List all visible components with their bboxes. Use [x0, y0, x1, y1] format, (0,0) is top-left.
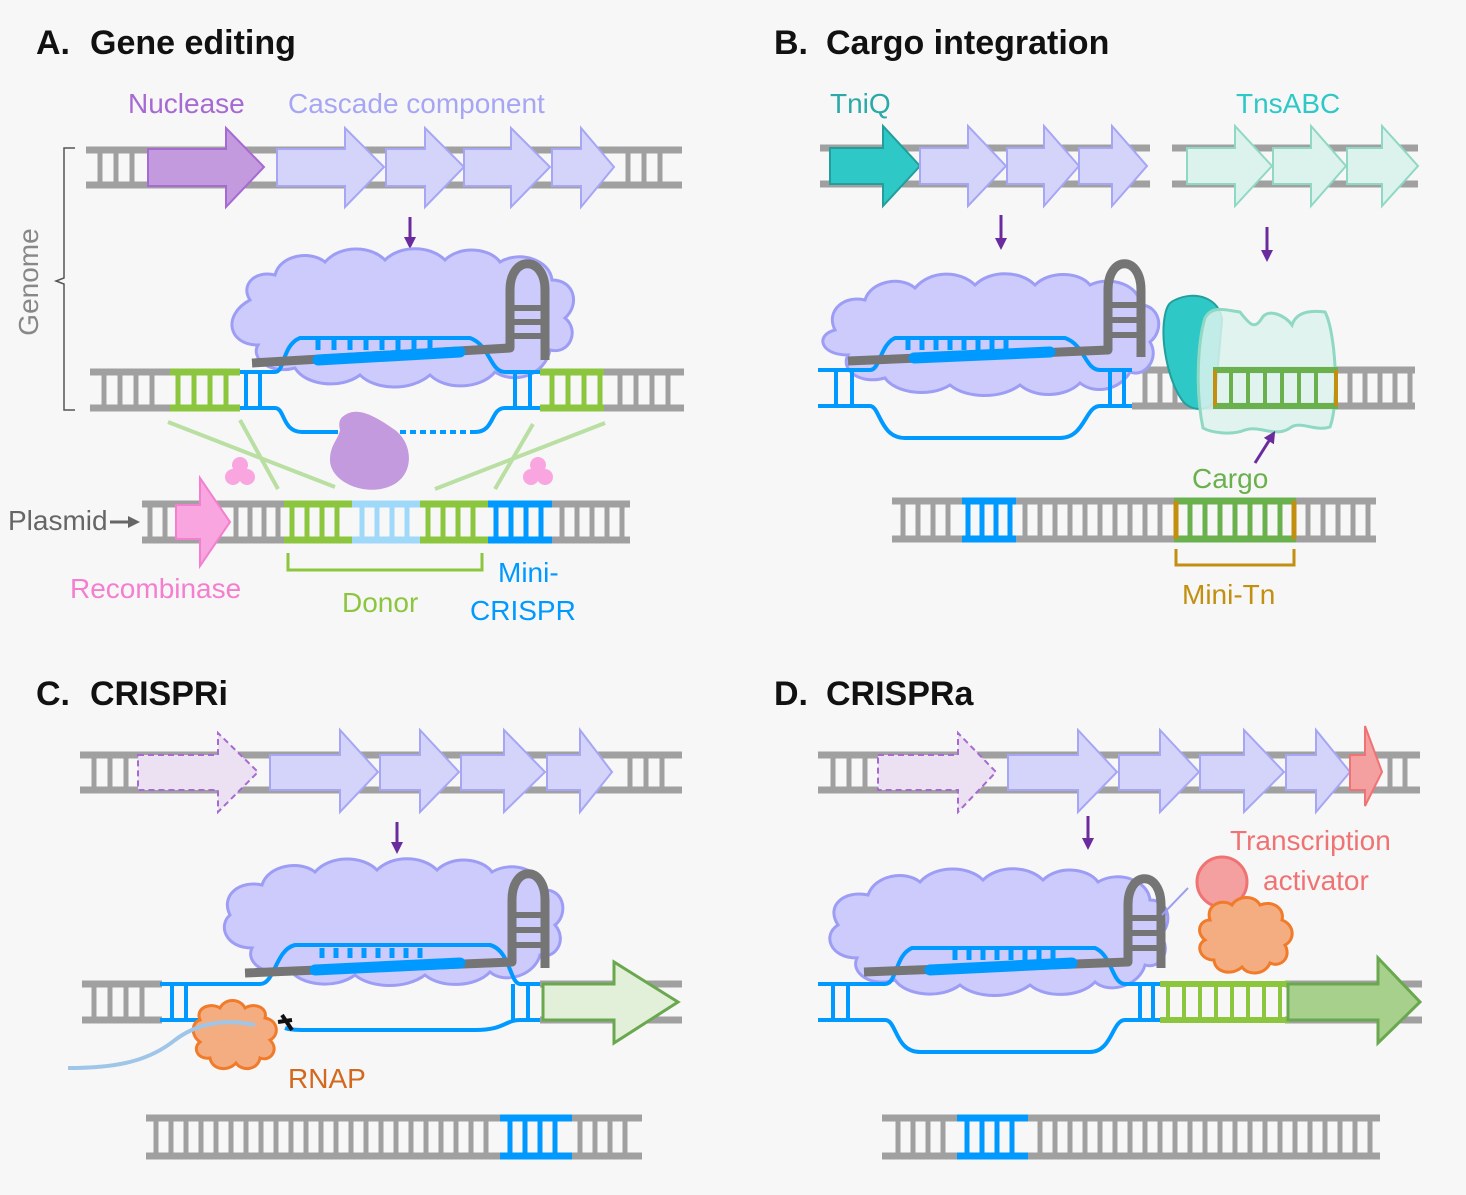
block-icon [277, 1013, 294, 1032]
recombination-lines [167, 419, 606, 491]
cascade-gene-arrow [463, 125, 552, 210]
cascade-gene-arrow [379, 727, 461, 815]
activator-gene-arrow [1349, 725, 1384, 807]
cascade-gene-arrow [551, 125, 616, 210]
target-gene-arrow [541, 959, 681, 1046]
target-gene-arrow [1286, 954, 1423, 1047]
panel-b: B. Cargo integration TniQ TnsABC [774, 24, 1420, 610]
genome-bracket [53, 147, 75, 411]
cascade-gene-arrow [1078, 123, 1149, 209]
plasmid-dna [882, 1114, 1380, 1160]
transcription-activator-label-line1: Transcription [1230, 825, 1391, 856]
cascade-gene-arrow [460, 727, 547, 815]
recombinase-protein [523, 457, 553, 485]
cascade-gene-arrow [1006, 123, 1081, 209]
cascade-component-label: Cascade component [288, 88, 545, 119]
crrna-hairpin [863, 874, 1166, 977]
panel-b-letter: B. [774, 24, 808, 62]
r-loop [818, 336, 1132, 440]
cascade-gene-arrow [1118, 727, 1201, 815]
panel-b-title: Cargo integration [826, 24, 1109, 62]
mini-tn-label: Mini-Tn [1182, 579, 1275, 610]
cascade-gene-arrow [546, 727, 614, 815]
genome-label: Genome [13, 228, 44, 335]
mini-crispr-label-line2: CRISPR [470, 595, 576, 626]
deleted-nuclease-gene-arrow [877, 730, 998, 815]
deleted-nuclease-gene-arrow [137, 730, 260, 815]
cascade-gene-arrow [1285, 727, 1352, 815]
tnsabc-gene-arrow [1186, 123, 1274, 209]
panel-d-title: CRISPRa [826, 675, 974, 713]
donor-label: Donor [342, 587, 418, 618]
mini-tn-cargo-target [1213, 367, 1338, 409]
plasmid-label: Plasmid [8, 505, 108, 536]
crrna-hairpin [847, 259, 1146, 366]
plasmid-dna [146, 1114, 642, 1160]
plasmid-dna [142, 500, 630, 544]
transcription-activator-label-line2: activator [1263, 865, 1369, 896]
rnap-protein [1198, 896, 1294, 975]
nuclease-gene-arrow [147, 125, 266, 210]
tnsabc-label: TnsABC [1236, 88, 1340, 119]
recombinase-protein [225, 457, 255, 485]
panel-c-title: CRISPRi [90, 675, 228, 713]
mrna-transcript [67, 1020, 256, 1070]
tniq-label: TniQ [830, 88, 891, 119]
cascade-complex-cloud [821, 272, 1161, 397]
rnap-label: RNAP [288, 1063, 366, 1094]
panel-a-title: Gene editing [90, 24, 296, 62]
panel-c-letter: C. [36, 675, 70, 713]
panel-a-letter: A. [36, 24, 70, 62]
mini-crispr-label-line1: Mini- [498, 557, 559, 588]
tnsabc-gene-arrow [1272, 123, 1348, 209]
tniq-gene-arrow [829, 123, 922, 209]
donor-bracket [286, 553, 484, 572]
nuclease-label: Nuclease [128, 88, 245, 119]
cascade-complex-cloud [222, 857, 565, 987]
mini-tn-bracket [1174, 549, 1296, 567]
r-loop [240, 336, 540, 434]
activator-linker [1161, 887, 1189, 916]
cascade-gene-arrow [1007, 727, 1119, 815]
panel-d: D. CRISPRa Transcription activator [774, 675, 1423, 1160]
crrna-hairpin [244, 869, 550, 978]
rnap-protein [191, 999, 278, 1071]
cascade-gene-arrow [385, 125, 466, 210]
cascade-gene-arrow [276, 125, 386, 210]
panel-c: C. CRISPRi [36, 675, 682, 1160]
plasmid-dna [892, 497, 1376, 543]
target-dna [90, 368, 684, 412]
panel-a: A. Gene editing Nuclease Cascade compone… [8, 24, 684, 626]
crrna-hairpin [251, 259, 550, 368]
r-loop [818, 946, 1160, 1054]
cascade-gene-arrow [269, 727, 380, 815]
recombinase-gene-arrow [175, 474, 232, 570]
cascade-gene-arrow [1199, 727, 1286, 815]
cargo-label: Cargo [1192, 463, 1268, 494]
panel-d-letter: D. [774, 675, 808, 713]
recombinase-label: Recombinase [70, 573, 241, 604]
cascade-gene-arrow [919, 123, 1008, 209]
nuclease-protein [330, 411, 409, 490]
cargo-insertion-arrow [1253, 430, 1276, 464]
tnsabc-gene-arrow [1346, 123, 1420, 209]
